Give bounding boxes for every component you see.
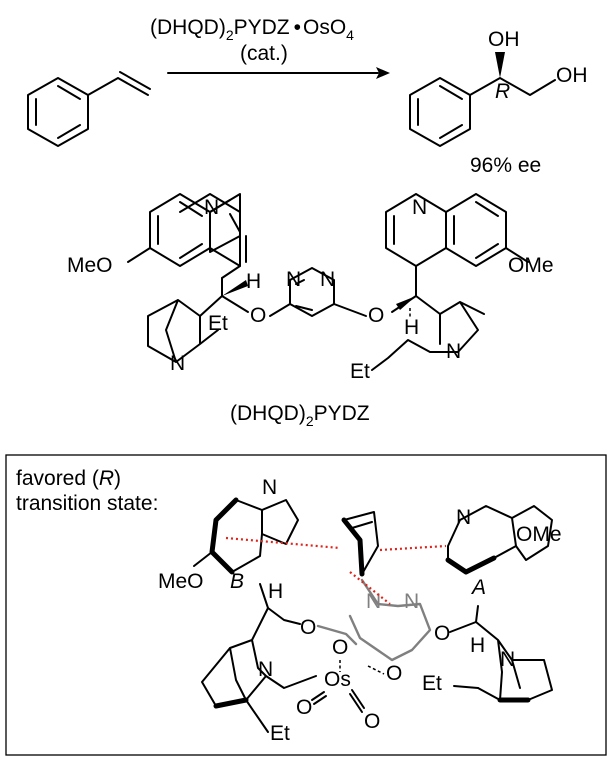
ts-ring-label-a: A: [470, 576, 486, 599]
ts-ring-label-b: B: [230, 570, 244, 593]
ligand-pyridazine-n-right: N: [320, 268, 335, 291]
ts-os-oxygen-1: O: [332, 636, 348, 659]
ts-ome: OMe: [516, 523, 562, 546]
ts-o-right: O: [434, 622, 450, 645]
reaction-arrow: [167, 67, 390, 79]
ligand-quinoline-n-left: N: [204, 196, 219, 219]
reagent-catalytic: (cat.): [240, 42, 288, 65]
product-oh-right: OH: [556, 64, 588, 87]
ts-pyridazine-n-right: N: [404, 590, 419, 613]
product-ee: 96% ee: [470, 154, 541, 177]
svg-text:(DHQD)2PYDZ•OsO4: (DHQD)2PYDZ•OsO4: [150, 16, 354, 43]
ts-osmium: Os: [324, 668, 351, 691]
ligand-quinoline-n-right: N: [412, 196, 427, 219]
ts-label-line1: favored (R): [16, 467, 121, 490]
ligand-ome-right: OMe: [508, 254, 554, 277]
product-oh-top: OH: [488, 28, 520, 51]
ligand-meo-left: MeO: [67, 254, 113, 277]
wedge-bond: [495, 52, 505, 78]
ligand-name: (DHQD)2PYDZ: [230, 402, 370, 429]
ligand-et-right: Et: [350, 360, 370, 383]
ligand-quinuclidine-n-left: N: [170, 352, 185, 375]
ts-quinoline-n-left: N: [262, 476, 277, 499]
ts-quinuclidine-n-left: N: [258, 658, 273, 681]
ligand-pyridazine-n-left: N: [286, 268, 301, 291]
ts-quinoline-n-right: N: [456, 506, 471, 529]
ts-h-left: H: [268, 580, 283, 603]
ts-et-right: Et: [422, 672, 442, 695]
reagent-label: (DHQD)2PYDZ•OsO4 (cat.): [150, 16, 354, 65]
ligand-h-right: H: [404, 316, 419, 339]
ts-h-right: H: [470, 634, 485, 657]
styrene-structure: [27, 71, 151, 147]
ts-label-line2: transition state:: [16, 492, 158, 515]
ligand-quinuclidine-n-right: N: [446, 340, 461, 363]
product-configuration: R: [495, 80, 510, 103]
ts-os-oxygen-4: O: [364, 710, 380, 733]
ligand-o-left: O: [250, 304, 266, 327]
ts-quinuclidine-n-right: N: [500, 648, 515, 671]
ligand-o-right: O: [368, 304, 384, 327]
transition-state-frame: [5, 454, 607, 756]
transition-state-structure: N MeO B N N N OMe A H O O H Os O O: [158, 476, 562, 745]
ts-meo: MeO: [158, 570, 204, 593]
ligand-structure: N MeO H O N Et N N O N OMe H N Et: [67, 193, 554, 383]
ligand-et-left: Et: [208, 312, 228, 335]
diol-product-structure: OH OH R: [409, 28, 588, 147]
ts-o-left: O: [300, 616, 316, 639]
ts-os-oxygen-3: O: [296, 696, 312, 719]
ts-pyridazine-n-left: N: [366, 590, 381, 613]
ts-et-left: Et: [270, 722, 290, 745]
ts-os-oxygen-2: O: [386, 662, 402, 685]
ligand-h-left: H: [246, 270, 261, 293]
